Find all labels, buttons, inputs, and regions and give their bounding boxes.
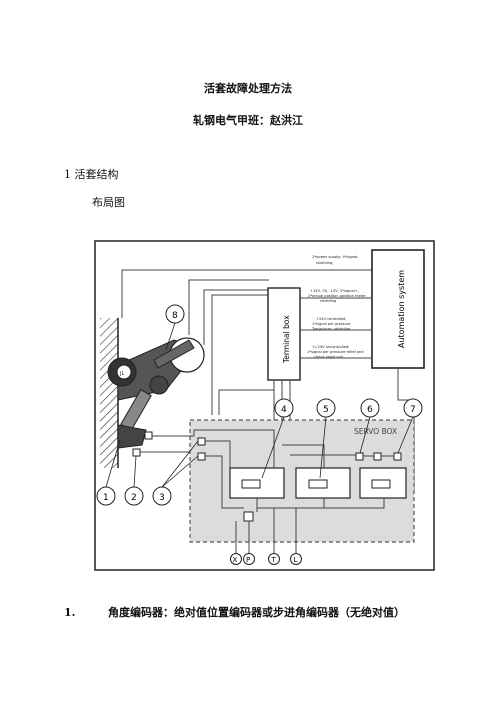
svg-text:2*power supply; 4*signal;: 2*power supply; 4*signal; [312,255,358,259]
terminal-box [267,287,301,381]
svg-text:check valve coil: check valve coil [314,355,343,359]
port-l: L [290,553,302,565]
port-x: X [230,553,242,565]
port-t: T [268,553,280,565]
note-valve: +/-24V uncontrolled; 1*signal per pressu… [307,345,364,359]
note-pressure: +24V controlled; 1*signal per pressure T… [311,317,351,331]
port-p: P [243,553,255,565]
svg-text:P: P [246,556,250,564]
svg-text:+15V, 0V, -15V, 2*signal+,: +15V, 0V, -15V, 2*signal+, [310,289,359,293]
callout-1: 1 [96,486,116,506]
valve-block-5 [295,467,351,499]
svg-text:1: 1 [103,493,109,503]
svg-text:6: 6 [367,405,373,415]
terminal-box-label: Terminal box [282,315,291,364]
looper-base [117,424,147,449]
svg-text:3: 3 [159,493,165,503]
encoder-wheel [116,364,132,380]
encoder-label: JL [119,371,124,377]
wire-a [203,289,269,345]
callout-6: 6 [360,398,380,418]
looper-roll-mid [149,375,169,395]
list-item-1: 1. 角度编码器：绝对值位置编码器或步进角编码器（无绝对值） [64,604,405,620]
subsection-heading: 布局图 [92,196,125,209]
svg-text:7: 7 [410,405,416,415]
svg-text:L: L [294,556,298,564]
svg-text:5: 5 [323,405,329,415]
callout-8-label: 8 [172,311,178,321]
svg-text:+24V controlled;: +24V controlled; [316,317,346,321]
svg-text:2: 2 [131,493,137,503]
automation-system-label: Automation system [397,270,406,348]
svg-text:1*signal per pressure relief a: 1*signal per pressure relief and [307,350,364,354]
wall-hatch [100,318,118,468]
looper-beam [153,339,195,369]
svg-text:2*actual position position met: 2*actual position position meter, [308,294,367,298]
automation-system-box [371,249,425,369]
svg-text:shielding: shielding [320,299,336,303]
list-item-number: 1. [64,606,76,619]
callout-3: 3 [152,486,172,506]
note-position: +15V, 0V, -15V, 2*signal+, 2*actual posi… [308,289,367,303]
svg-text:X: X [233,556,238,564]
valve-block-6 [359,467,407,499]
list-item-text: 角度编码器：绝对值位置编码器或步进角编码器（无绝对值） [108,606,405,619]
svg-text:+/-24V uncontrolled;: +/-24V uncontrolled; [312,345,349,349]
wire-position [188,279,269,335]
section-heading: 1 活套结构 [64,168,119,181]
callout-2: 2 [124,486,144,506]
callout-4: 4 [274,398,294,418]
document-title: 活套故障处理方法 [204,82,292,95]
servo-box-label: SERVO BOX [354,427,397,436]
svg-text:T: T [271,556,277,564]
valve-block-4 [229,467,285,499]
svg-text:Transducer; shielding: Transducer; shielding [311,327,350,331]
callout-5: 5 [316,398,336,418]
looper-layout-diagram: JL 8 Terminal box Automation system 2*po… [94,240,435,571]
svg-text:shielding;: shielding; [316,261,333,265]
callout-7: 7 [403,398,423,418]
svg-text:1*signal per pressure: 1*signal per pressure [312,322,351,326]
note-power: 2*power supply; 4*signal; shielding; [312,255,358,265]
author-line: 轧钢电气甲班：赵洪江 [193,114,303,127]
wire-power [121,269,372,318]
wire-b [211,294,269,415]
svg-text:4: 4 [281,405,287,415]
